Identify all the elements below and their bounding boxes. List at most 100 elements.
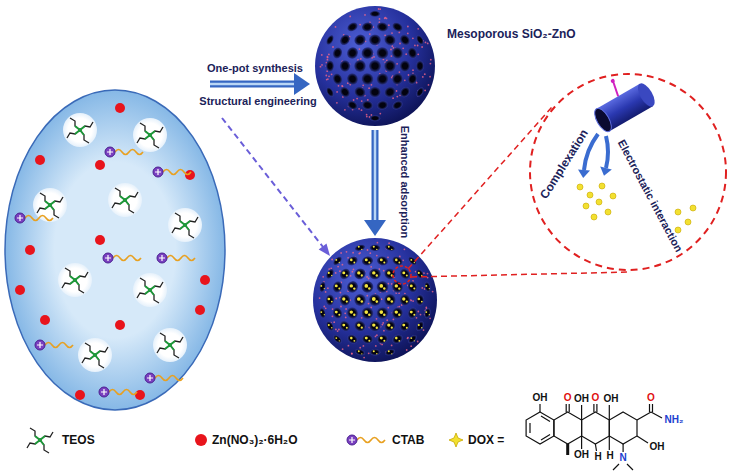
drug-dot (418, 324, 420, 326)
zno-speck (387, 256, 389, 258)
zno-speck (361, 100, 363, 102)
drug-dot (398, 262, 400, 264)
pore (406, 72, 418, 86)
pore (398, 85, 412, 99)
pore (390, 305, 405, 321)
drug-dot (410, 284, 413, 287)
zno-speck (350, 275, 352, 277)
zno-speck (393, 319, 395, 321)
drug-dot (379, 284, 383, 288)
pore (376, 21, 389, 32)
drug-dot (421, 327, 422, 328)
drug-dot (417, 298, 420, 301)
zno-speck (344, 109, 346, 111)
drug-dot (361, 274, 363, 276)
zno-speck (388, 242, 390, 244)
drug-dot (342, 324, 345, 327)
drug-dot (391, 249, 392, 250)
zno-speck (323, 306, 325, 308)
pore (374, 279, 390, 295)
zno-speck (338, 85, 340, 87)
pore (374, 71, 390, 87)
zno-speck (368, 87, 370, 89)
zoom-circle-outline (530, 74, 726, 270)
pore (340, 60, 350, 72)
atom-label: OH (533, 393, 548, 403)
atom-label: O (647, 393, 655, 403)
drug-dot (379, 310, 383, 314)
zno-speck (417, 45, 419, 47)
pore (331, 280, 343, 294)
drug-dot (418, 272, 420, 274)
zno-speck (366, 276, 368, 278)
zno-speck (398, 32, 400, 34)
drug-dot (413, 288, 415, 290)
pore (354, 244, 366, 252)
drug-dot (365, 337, 368, 340)
zno-speck (371, 84, 373, 86)
pore (398, 319, 412, 334)
pore (398, 267, 412, 282)
pore (345, 45, 360, 61)
drug-dot (350, 337, 353, 340)
zno-speck (430, 63, 432, 65)
zno-speck (345, 317, 347, 319)
pore (370, 349, 381, 355)
pore (400, 60, 410, 72)
zno-speck (335, 26, 337, 28)
zno-speck (428, 84, 430, 86)
zno-speck (361, 317, 363, 319)
pore (369, 35, 381, 46)
zno-speck (335, 272, 337, 274)
zno-speck (417, 341, 419, 343)
atom-label: OH (574, 450, 589, 460)
pore (346, 255, 360, 268)
pore (346, 333, 360, 346)
zno-speck (376, 334, 378, 336)
pore (369, 321, 381, 332)
drug-dot (372, 271, 375, 274)
pore (382, 266, 397, 281)
zno-speck (366, 295, 368, 297)
zno-speck (421, 287, 423, 289)
pore (407, 255, 419, 266)
zno-speck (332, 308, 334, 310)
pore (407, 333, 419, 344)
drug-dot (373, 246, 375, 248)
zno-speck (392, 97, 394, 99)
drug-dot (342, 271, 345, 274)
drug-dot (383, 340, 385, 342)
drug-dot (402, 324, 405, 327)
drug-dot (383, 287, 386, 290)
zno-speck (406, 349, 408, 351)
drug-dot (410, 337, 412, 339)
pore (376, 255, 389, 266)
zno-speck (383, 270, 385, 272)
drug-dot (429, 314, 430, 315)
zno-speck (422, 76, 424, 78)
drug-dot (358, 246, 360, 248)
zno-speck (379, 18, 381, 20)
zno-speck (360, 58, 362, 60)
zno-speck (366, 114, 368, 116)
arrow-label: Enhanced adsorption (399, 126, 410, 238)
pore (332, 255, 344, 266)
pore (331, 72, 343, 86)
zno-speck (410, 300, 412, 302)
adsorption-arrow (364, 130, 386, 236)
pore (415, 34, 425, 46)
drug-dot (387, 271, 390, 274)
drug-dot (338, 288, 340, 290)
drug-dot (339, 262, 340, 263)
drug-dot (364, 310, 368, 314)
drug-dot (368, 340, 370, 342)
pore (370, 245, 381, 251)
zno-speck (328, 54, 330, 56)
pore (415, 320, 426, 332)
pore (406, 306, 418, 320)
pore (382, 319, 397, 334)
pore (325, 268, 336, 280)
atom-label: H (594, 452, 601, 462)
pore (382, 33, 397, 48)
